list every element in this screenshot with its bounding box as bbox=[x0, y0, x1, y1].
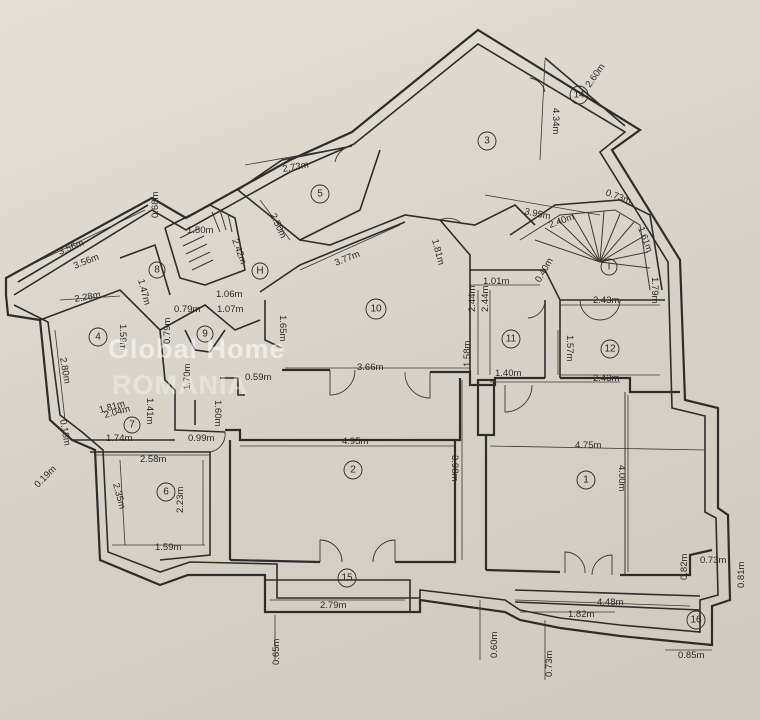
interior-walls bbox=[17, 57, 713, 612]
room-label: 1 bbox=[583, 475, 589, 486]
room-label: 7 bbox=[129, 420, 135, 431]
dimension-label: 0.82m bbox=[679, 554, 690, 580]
dimension-label: 1.70m bbox=[182, 364, 193, 390]
dimension-label: 1.40m bbox=[495, 368, 521, 379]
dimension-label: 2.73m bbox=[282, 160, 310, 175]
dimension-label: 4.95m bbox=[342, 436, 368, 447]
dimension-label: 0.73m bbox=[544, 651, 555, 677]
dimension-label: 1.74m bbox=[106, 433, 132, 444]
dimension-label: 2.43m bbox=[593, 295, 619, 306]
dimension-label: 1.59m bbox=[155, 542, 181, 553]
room-labels: 1 2 3 4 5 6 7 8 9 10 11 12 14 15 16 H I bbox=[88, 85, 706, 630]
dimension-label: 2.28m bbox=[74, 290, 102, 305]
dimension-label: 0.85m bbox=[678, 650, 704, 661]
dimension-label: 3.56m bbox=[72, 252, 101, 272]
dimension-label: 2.35m bbox=[110, 482, 127, 510]
dimension-label: 4.75m bbox=[575, 440, 601, 451]
dimension-label: 3.77m bbox=[333, 249, 362, 269]
dimension-label: 0.68m bbox=[150, 192, 161, 218]
room-label: 2 bbox=[350, 465, 356, 476]
dimension-label: 4.48m bbox=[597, 597, 623, 608]
room-label: 9 bbox=[202, 329, 208, 340]
dimension-label: 1.07m bbox=[217, 304, 243, 315]
dimension-label: 1.82m bbox=[568, 609, 594, 620]
dimension-label: 0.65m bbox=[271, 639, 282, 665]
dimension-label: 1.65m bbox=[277, 315, 288, 341]
room-label: 12 bbox=[604, 344, 616, 355]
room-label: 5 bbox=[317, 189, 323, 200]
dimension-label: 1.58m bbox=[462, 341, 473, 367]
dimension-label: 3.98m bbox=[449, 455, 460, 481]
dimension-label: 0.73m bbox=[604, 187, 633, 206]
room-label: H bbox=[256, 266, 263, 277]
room-label: 11 bbox=[506, 334, 517, 345]
dimension-label: 3.66m bbox=[357, 362, 383, 373]
door-swings bbox=[209, 77, 621, 576]
dimension-label: 1.50m bbox=[187, 225, 213, 236]
dimension-label: 2.79m bbox=[320, 600, 346, 611]
dimension-label: 1.01m bbox=[483, 276, 509, 287]
dimension-label: 0.73m bbox=[700, 555, 726, 566]
dimension-label: 1.41m bbox=[144, 398, 155, 424]
watermark-line2: ROMANIA bbox=[112, 370, 248, 400]
dimension-label: 1.79m bbox=[649, 277, 660, 303]
dimension-label: 1.59m bbox=[117, 324, 128, 350]
watermark-line1: Global Home bbox=[108, 334, 286, 364]
dimension-label: 1.81m bbox=[429, 238, 446, 266]
dimension-label: 2.80m bbox=[57, 357, 72, 385]
room-label: 8 bbox=[154, 265, 160, 276]
room-label: 16 bbox=[690, 615, 702, 626]
dimension-label: 4.34m bbox=[550, 108, 561, 134]
dimension-label: 2.40m bbox=[547, 211, 576, 230]
room-label: 15 bbox=[341, 573, 353, 584]
room-label: I bbox=[608, 262, 611, 273]
dimension-label: 1.60m bbox=[212, 400, 223, 426]
room-label: 6 bbox=[163, 487, 169, 498]
room-label: 3 bbox=[484, 136, 490, 147]
dimension-label: 2.58m bbox=[140, 454, 166, 465]
dimension-label: 0.19m bbox=[32, 464, 59, 491]
dimension-label: 4.00m bbox=[616, 465, 627, 491]
room-label: 14 bbox=[573, 90, 585, 101]
stair-i-treads bbox=[534, 210, 651, 269]
dimension-label: 2.42m bbox=[229, 237, 248, 266]
dimension-label: 0.81m bbox=[736, 562, 747, 588]
dimension-label: 0.60m bbox=[489, 632, 500, 658]
dimension-label: 0.18m bbox=[57, 419, 72, 447]
dimension-label: 2.43m bbox=[593, 373, 619, 384]
dimension-label: 2.23m bbox=[175, 487, 186, 513]
dimension-label: 2.50m bbox=[267, 212, 288, 241]
dimension-label: 1.57m bbox=[564, 335, 575, 361]
room-label: 4 bbox=[95, 332, 101, 343]
dimension-label: 3.56m bbox=[57, 238, 86, 258]
dimension-label: 0.59m bbox=[245, 372, 271, 383]
stair-h-treads bbox=[179, 209, 233, 271]
dimension-lines bbox=[19, 59, 712, 680]
dimension-label: 2.44m bbox=[480, 286, 491, 312]
dimension-label: 1.47m bbox=[135, 278, 152, 306]
dimension-label: 3.95m bbox=[523, 206, 551, 222]
exterior-walls bbox=[4, 28, 732, 647]
dimension-label: 2.44m bbox=[467, 286, 478, 312]
room-label: 10 bbox=[370, 304, 382, 315]
dimension-label: 0.79m bbox=[174, 304, 200, 315]
dimension-label: 1.06m bbox=[216, 289, 242, 300]
dimension-label: 0.79m bbox=[162, 318, 173, 344]
dimension-label: 0.99m bbox=[188, 433, 214, 444]
dimension-label: 2.60m bbox=[583, 62, 607, 90]
